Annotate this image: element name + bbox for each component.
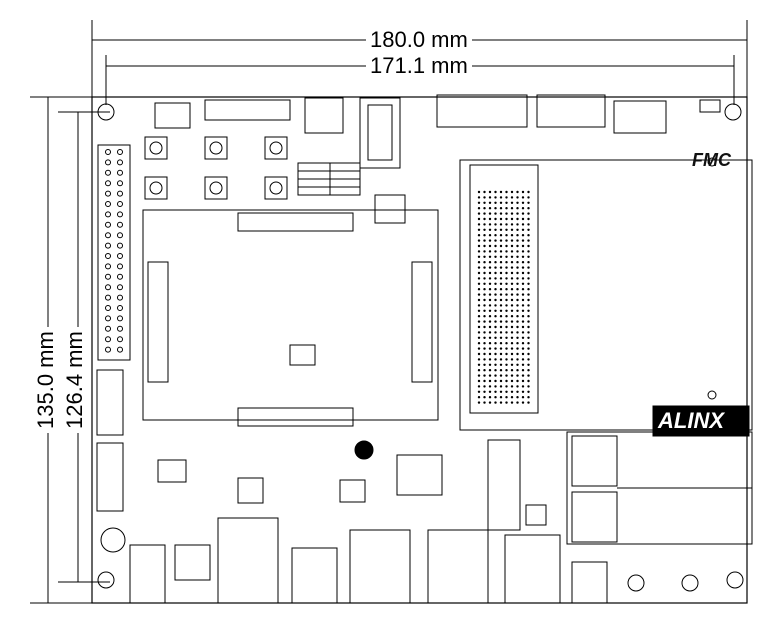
fmc-area	[459, 159, 753, 431]
gpio-pin	[105, 305, 111, 311]
gpio-pin	[105, 221, 111, 228]
gpio-pin	[117, 149, 123, 155]
dc-jack	[129, 544, 166, 604]
sd-card	[504, 534, 561, 604]
push-button	[144, 136, 168, 160]
gpio-pin	[117, 242, 123, 249]
gpio-pin	[117, 346, 123, 353]
gpio-pin	[117, 169, 123, 176]
gpio-pin	[105, 211, 111, 218]
button-bottom-2	[681, 574, 699, 592]
gpio-pin	[117, 159, 123, 166]
fmc-connector	[469, 164, 539, 414]
gpio-pin	[117, 201, 123, 207]
gpio-pin	[105, 273, 111, 280]
core-chip	[374, 194, 406, 224]
gpio-pin	[105, 346, 111, 353]
gpio-pin	[117, 263, 123, 270]
fpga-chip	[396, 454, 443, 496]
dim-outer-height-label: 135.0 mm	[33, 327, 58, 433]
dim-outer-width-label: 180.0 mm	[366, 29, 472, 51]
gpio-pin	[117, 232, 123, 239]
mount-hole-tr	[724, 103, 742, 121]
push-button	[204, 136, 228, 160]
gpio-header	[97, 144, 131, 361]
push-buttons	[144, 136, 288, 200]
hdmi-1	[349, 529, 411, 604]
regulator-chip	[154, 102, 191, 129]
button-bottom-1	[627, 574, 645, 592]
sfp-2	[571, 491, 618, 543]
gpio-pin	[105, 284, 111, 291]
gpio-pin	[105, 294, 111, 301]
gpio-pin	[105, 169, 111, 176]
core-connector-top	[237, 212, 354, 232]
push-button	[264, 136, 288, 160]
power-switch	[174, 544, 211, 581]
terminal-left-1	[96, 369, 124, 436]
mount-hole-tl	[97, 103, 115, 121]
fmc-logo: FMC	[692, 150, 731, 170]
gpio-pin	[105, 232, 111, 239]
terminal-block-2	[536, 94, 606, 128]
gpio-header-pins	[105, 149, 123, 353]
gpio-pin	[117, 336, 123, 343]
push-button	[264, 176, 288, 200]
dim-inner-height-label: 126.4 mm	[62, 327, 87, 433]
gpio-pin	[105, 336, 111, 343]
core-connector-right	[411, 261, 433, 383]
alinx-logo-bg	[652, 405, 750, 437]
gpio-pin	[105, 315, 111, 322]
gpio-pin	[117, 284, 123, 291]
hdmi-2	[427, 529, 489, 604]
push-button	[204, 176, 228, 200]
mount-hole-bl	[97, 571, 115, 589]
switch-top	[699, 99, 721, 113]
gpio-pin	[117, 253, 123, 259]
gpio-pin	[105, 149, 111, 155]
terminal-left-2	[96, 442, 124, 512]
terminal-block-1	[436, 94, 528, 128]
core-connector-bottom	[237, 407, 354, 427]
top-connector	[204, 99, 291, 121]
gpio-pin	[117, 315, 123, 322]
rj45-top	[359, 97, 401, 169]
jtag-header	[613, 100, 667, 134]
gpio-pin	[105, 263, 111, 270]
usb-connector-top	[304, 97, 344, 134]
gpio-pin	[117, 305, 123, 311]
header-mid	[487, 439, 521, 531]
board-outline	[91, 96, 748, 604]
gpio-pin	[105, 201, 111, 207]
alinx-logo: ALINX	[658, 408, 724, 433]
phy-chip	[237, 477, 264, 504]
gpio-pin	[117, 325, 123, 332]
gpio-pin	[117, 221, 123, 228]
gpio-pin	[117, 273, 123, 280]
sfp-1	[571, 435, 618, 487]
push-button	[144, 176, 168, 200]
gpio-pin	[117, 294, 123, 301]
gpio-pin	[117, 190, 123, 197]
gpio-pin	[105, 159, 111, 166]
rj45-bottom	[217, 517, 279, 604]
gpio-pin	[105, 242, 111, 249]
core-module	[142, 209, 439, 421]
usb-bottom	[291, 547, 338, 604]
gpio-pin	[105, 190, 111, 197]
gpio-pin	[117, 211, 123, 218]
arrow-marker	[354, 440, 374, 460]
gpio-pin	[117, 180, 123, 187]
usb-c	[571, 561, 608, 604]
gpio-pin	[105, 253, 111, 259]
dim-inner-width-label: 171.1 mm	[366, 55, 472, 77]
core-connector-left	[147, 261, 169, 383]
gpio-pin	[105, 180, 111, 187]
inductor	[157, 459, 187, 483]
gpio-pin	[105, 325, 111, 332]
mount-hole-br	[726, 571, 744, 589]
battery-holder	[100, 527, 126, 553]
